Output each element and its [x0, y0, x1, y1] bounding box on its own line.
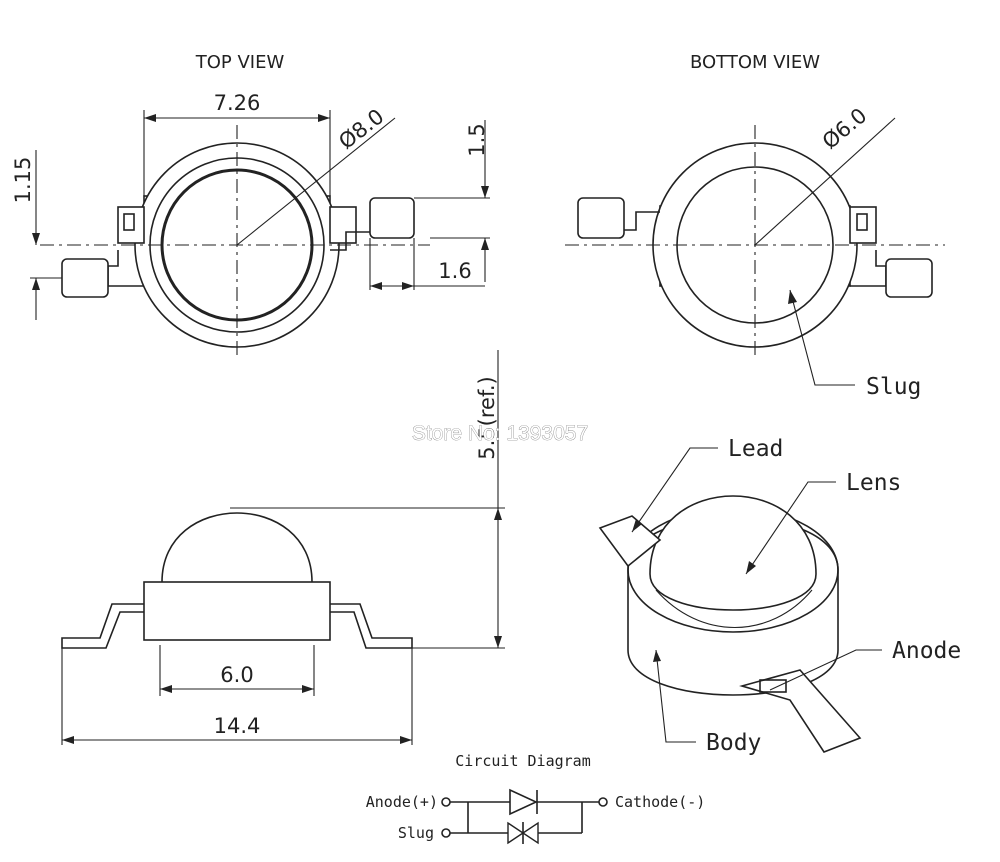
slug-diameter-leader [754, 117, 896, 246]
top-view: TOP VIEW 7.26 Ø8.0 1.5 [11, 52, 490, 360]
callout-body: Body [706, 730, 761, 756]
bottom-right-tab [849, 206, 877, 244]
dim-arrowheads [32, 233, 40, 290]
lens-diameter-leader [236, 117, 396, 246]
dim-slug-width: 6.0 [220, 663, 253, 687]
slug-label: Slug [398, 824, 434, 842]
dim-lens-diameter: Ø8.0 [334, 104, 388, 154]
side-left-lead [61, 603, 144, 649]
lead-leader [631, 447, 718, 533]
lens-leader [745, 481, 836, 575]
top-view-title: TOP VIEW [195, 52, 285, 73]
callout-slug: Slug [866, 374, 921, 400]
side-lens-dome [161, 512, 313, 583]
dim-arrowheads [370, 282, 414, 290]
slug-leader [789, 289, 855, 386]
circuit-diagram: Circuit Diagram Anode(+) Cathode(-) Slug [366, 752, 705, 845]
anode-terminal [441, 797, 451, 807]
top-right-lead [369, 197, 415, 239]
iso-anode-mark [759, 679, 787, 693]
iso-lens-rim [655, 589, 813, 628]
side-right-lead [330, 603, 413, 649]
cathode-terminal [598, 797, 608, 807]
dim-arrowheads [481, 186, 489, 250]
anode-label: Anode(+) [366, 793, 438, 811]
iso-view: Lead Lens Anode Body [598, 436, 961, 756]
body-leader [655, 649, 696, 743]
bottom-right-tab-mark [856, 213, 868, 231]
top-left-tab [117, 206, 145, 244]
top-left-tab-mark [123, 213, 135, 231]
dim-total-length: 14.4 [214, 714, 261, 738]
slug-arrowhead [788, 290, 797, 304]
side-view: 5.5(ref.) 6.0 14.4 [61, 350, 505, 745]
side-body [143, 581, 331, 641]
dim-width-top: 7.26 [214, 91, 261, 115]
body-arrowhead [653, 650, 661, 662]
dim-left-offset: 1.15 [11, 157, 35, 204]
callout-anode: Anode [892, 638, 961, 664]
bottom-left-lead [577, 197, 625, 239]
bottom-left-lead-arm [620, 211, 660, 231]
bottom-right-lead [885, 258, 933, 298]
dim-lead-width: 1.6 [438, 259, 471, 283]
led-diode [509, 788, 538, 816]
watermark: Store No: 1393057 [412, 422, 588, 445]
bottom-view: BOTTOM VIEW Ø6.0 Slug [565, 52, 945, 400]
cathode-label: Cathode(-) [615, 793, 705, 811]
lens-arrowhead [746, 561, 756, 574]
callout-lead: Lead [728, 436, 783, 462]
top-right-lead-arm [330, 231, 370, 251]
dim-height: 5.5(ref.) [475, 376, 499, 459]
top-left-lead [61, 258, 109, 298]
iso-lens [649, 495, 817, 611]
callout-lens: Lens [846, 470, 901, 496]
slug-terminal [441, 828, 451, 838]
bottom-view-title: BOTTOM VIEW [690, 52, 820, 73]
circuit-title: Circuit Diagram [455, 752, 590, 770]
iso-anode-lead [739, 669, 862, 753]
iso-lead [598, 515, 662, 568]
anode-leader [769, 649, 882, 691]
lead-arrowhead [632, 519, 642, 532]
dim-lead-offset: 1.5 [465, 123, 489, 156]
top-right-tab [329, 206, 357, 244]
